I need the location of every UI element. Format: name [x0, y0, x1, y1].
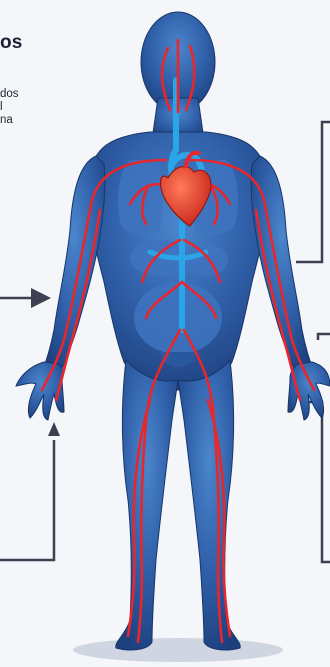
- arrow-up-icon: [48, 422, 60, 436]
- connector-bottom-right: [308, 402, 330, 562]
- right-hand: [288, 362, 330, 420]
- floor-shadow: [73, 638, 283, 662]
- connector-mid-right: [318, 334, 330, 340]
- connector-bottom-left: [0, 440, 54, 560]
- connector-top-right: [296, 122, 330, 262]
- left-lung: [118, 160, 163, 235]
- left-leg: [116, 360, 178, 650]
- left-hand: [16, 362, 64, 420]
- stomach: [184, 244, 228, 276]
